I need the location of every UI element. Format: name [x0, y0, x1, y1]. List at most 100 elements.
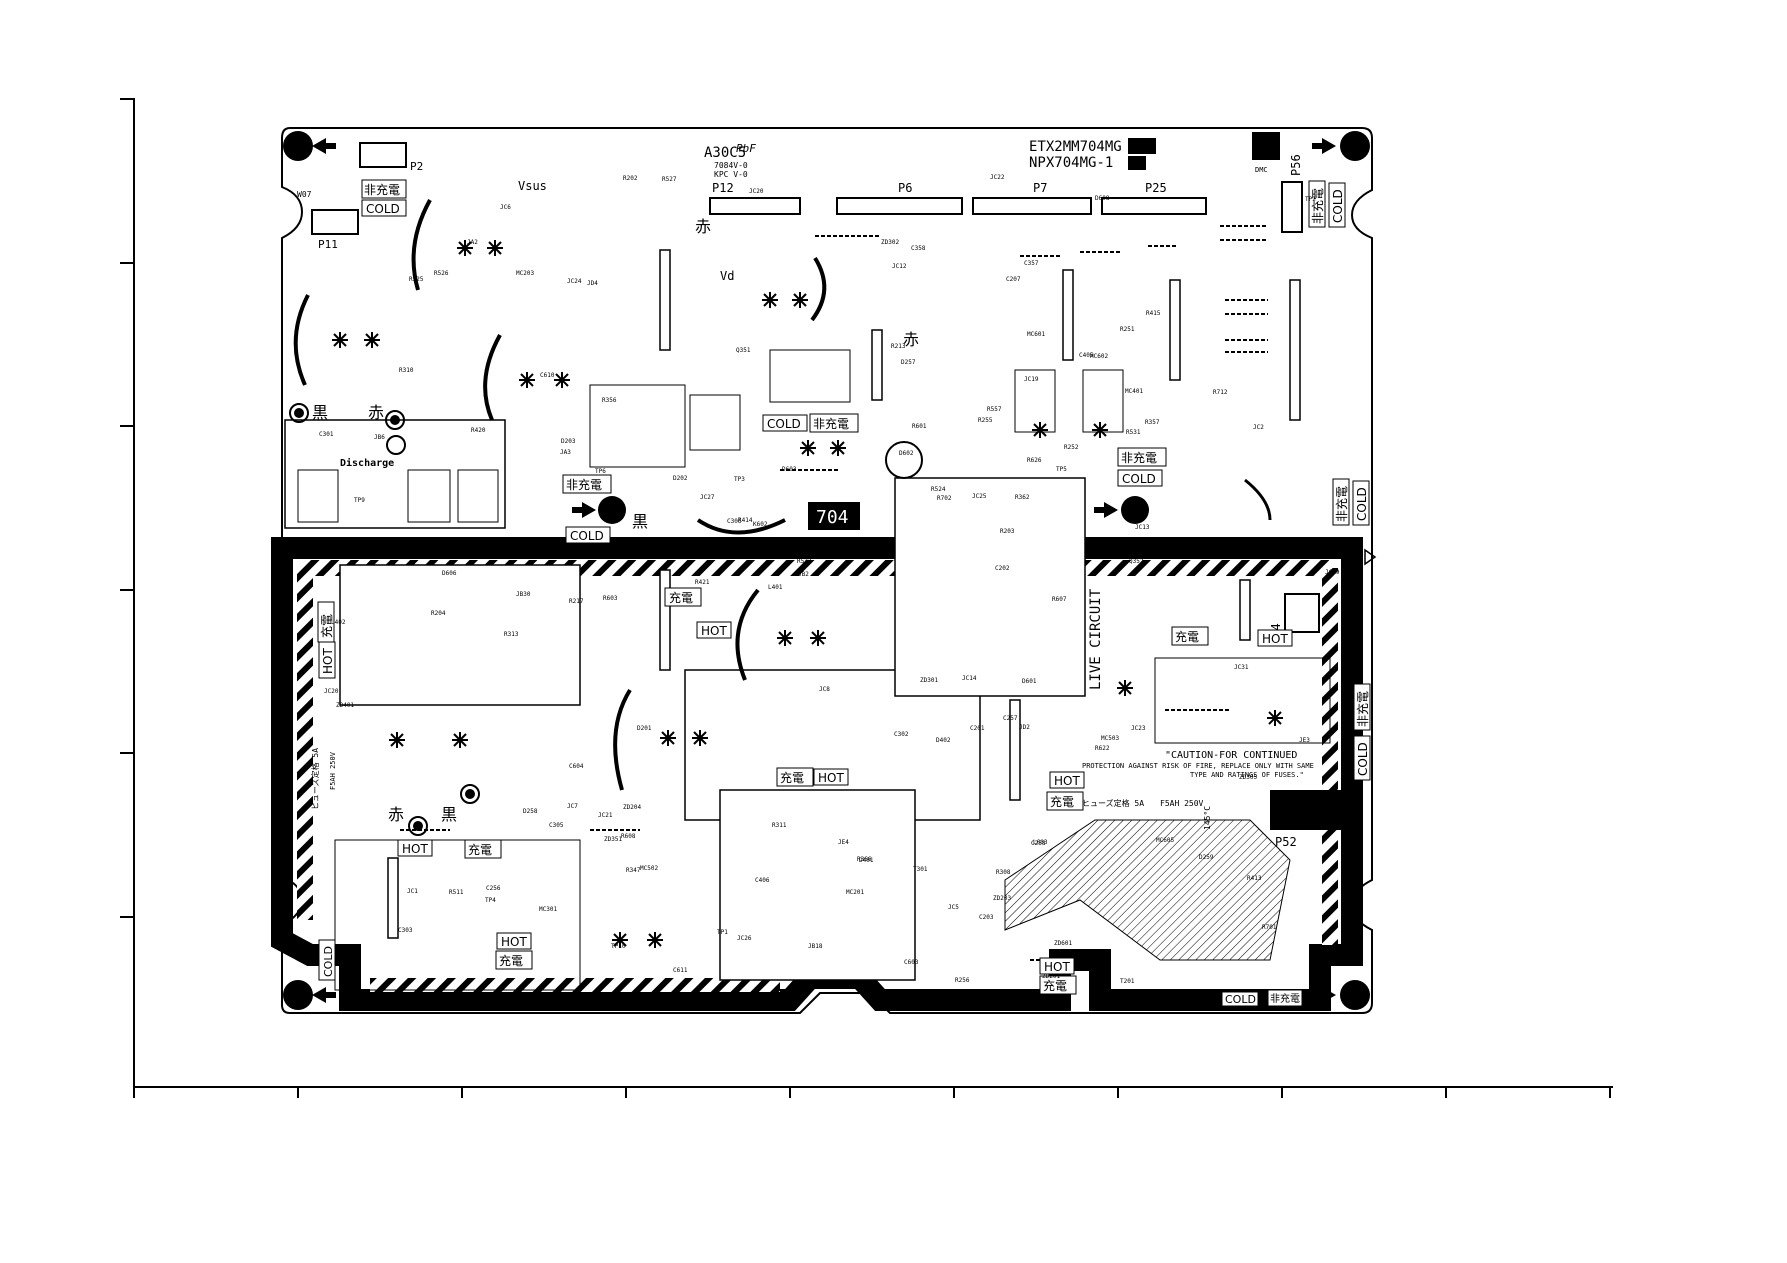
svg-text:非充電: 非充電 — [364, 182, 400, 197]
mount-hole — [1340, 980, 1370, 1010]
hot-tag: HOT — [696, 621, 732, 639]
component-designator: JC24 — [567, 278, 582, 285]
component-designator: R357 — [1145, 419, 1160, 426]
red-label: 赤 — [368, 403, 384, 422]
hot-tag: HOT — [1049, 771, 1085, 789]
svg-text:HOT: HOT — [1054, 774, 1080, 788]
component-box — [1014, 369, 1056, 433]
component-designator: ZD351 — [604, 836, 622, 843]
component-designator: D257 — [901, 359, 916, 366]
component-designator: R347 — [626, 867, 641, 874]
component-designator: C256 — [486, 885, 501, 892]
code-box-text: 704 — [816, 507, 849, 528]
component-designator: ZD305 — [1239, 774, 1257, 781]
component-designator: C604 — [569, 763, 584, 770]
component-designator: C202 — [995, 565, 1010, 572]
component-designator: TP9 — [354, 497, 365, 504]
connector-p52-label: P52 — [1275, 835, 1297, 849]
connector-w07-label: W07 — [297, 190, 312, 199]
component-designator: R525 — [409, 276, 424, 283]
left-ruler — [133, 98, 135, 1088]
component-designator: R531 — [1126, 429, 1141, 436]
vsus-label: Vsus — [518, 179, 547, 193]
svg-text:COLD: COLD — [1122, 472, 1156, 486]
cold-tag-vertical: COLD — [1353, 735, 1371, 781]
component-designator: MC301 — [539, 906, 557, 913]
component-designator: R308 — [996, 869, 1011, 876]
component-designator: C404 — [1302, 549, 1317, 556]
ruler-tick — [133, 1086, 135, 1098]
component-designator: ZD204 — [623, 804, 641, 811]
charge-tag: 充電 — [1171, 626, 1209, 646]
ruler-tick — [461, 1086, 463, 1098]
component-designator: R626 — [1027, 457, 1042, 464]
capacitor-arc — [483, 334, 502, 421]
component-designator: R311 — [772, 822, 787, 829]
component-designator: C357 — [1024, 260, 1039, 267]
heatsink-block — [894, 477, 1086, 697]
component-designator: R702 — [937, 495, 952, 502]
component-box — [297, 469, 339, 523]
component-designator: MC605 — [1156, 837, 1174, 844]
caution-title: "CAUTION-FOR CONTINUED — [1165, 750, 1297, 761]
hot-tag: HOT — [1257, 629, 1293, 647]
svg-text:HOT: HOT — [818, 771, 844, 785]
headers — [387, 249, 1301, 939]
ruler-tick — [120, 916, 134, 918]
component-designator: R511 — [449, 889, 464, 896]
hot-tag-vertical: HOT — [318, 641, 336, 679]
hot-region-border — [271, 537, 1363, 1011]
component-designator: L402 — [331, 619, 346, 626]
component-box — [407, 469, 451, 523]
red-label: 赤 — [695, 217, 711, 236]
charge-tag-vertical: 充電 — [317, 601, 335, 643]
capacitor-arc — [293, 294, 310, 386]
component-designator: R607 — [1052, 596, 1067, 603]
component-designator: R701 — [1262, 924, 1277, 931]
component-designator: JC1 — [407, 888, 418, 895]
component-designator: T201 — [1120, 978, 1135, 985]
fuse-block — [1270, 790, 1360, 830]
capacitor-arc — [696, 518, 786, 535]
component-designator: D602 — [899, 450, 914, 457]
component-designator: JB6 — [374, 434, 385, 441]
non-charge-tag-vertical: 非充電 — [1308, 180, 1326, 228]
heatsink-block — [1154, 657, 1331, 744]
component-designator: L401 — [768, 584, 783, 591]
component-designator: R255 — [978, 417, 993, 424]
fuse-label-2: F5AH 250V — [1160, 799, 1204, 808]
model-line2: NPX704MG-1 — [1029, 155, 1113, 171]
fuse-label-4: F5AH 250V — [329, 751, 337, 790]
arrow-right-icon — [1094, 502, 1118, 518]
component-designator: JB2 — [798, 571, 809, 578]
component-designator: D601 — [1022, 678, 1037, 685]
mount-hole — [283, 980, 313, 1010]
component-designator: JC12 — [892, 263, 907, 270]
component-designator: ZD203 — [993, 895, 1011, 902]
mount-hole — [1340, 131, 1370, 161]
connector-p56 — [1281, 181, 1303, 233]
connector-p11 — [311, 209, 359, 235]
svg-text:非充電: 非充電 — [1355, 691, 1370, 727]
connector-p7-label: P7 — [1033, 181, 1047, 195]
component-designator: R366 — [857, 856, 872, 863]
svg-text:充電: 充電 — [499, 953, 523, 968]
component-designator: JC27 — [700, 494, 715, 501]
component-designator: JD4 — [587, 280, 598, 287]
component-designator: JC20 — [749, 188, 764, 195]
dmc-label: DMC — [1255, 166, 1268, 174]
component-box — [457, 469, 499, 523]
component-designator: R526 — [434, 270, 449, 277]
cold-tag-vertical: COLD — [1328, 182, 1346, 228]
charge-tag: 充電 — [495, 950, 533, 970]
caution-line3: TYPE AND RATINGS OF FUSES." — [1190, 771, 1304, 779]
component-designator: D608 — [1095, 195, 1110, 202]
component-designator: JC2 — [1253, 424, 1264, 431]
ruler-tick — [625, 1086, 627, 1098]
model-line1: ETX2MM704MG — [1029, 139, 1122, 155]
connector-p54 — [1284, 593, 1320, 633]
component-designator: R202 — [623, 175, 638, 182]
capacitor-arc — [810, 256, 827, 322]
component-designator: JC22 — [990, 174, 1005, 181]
